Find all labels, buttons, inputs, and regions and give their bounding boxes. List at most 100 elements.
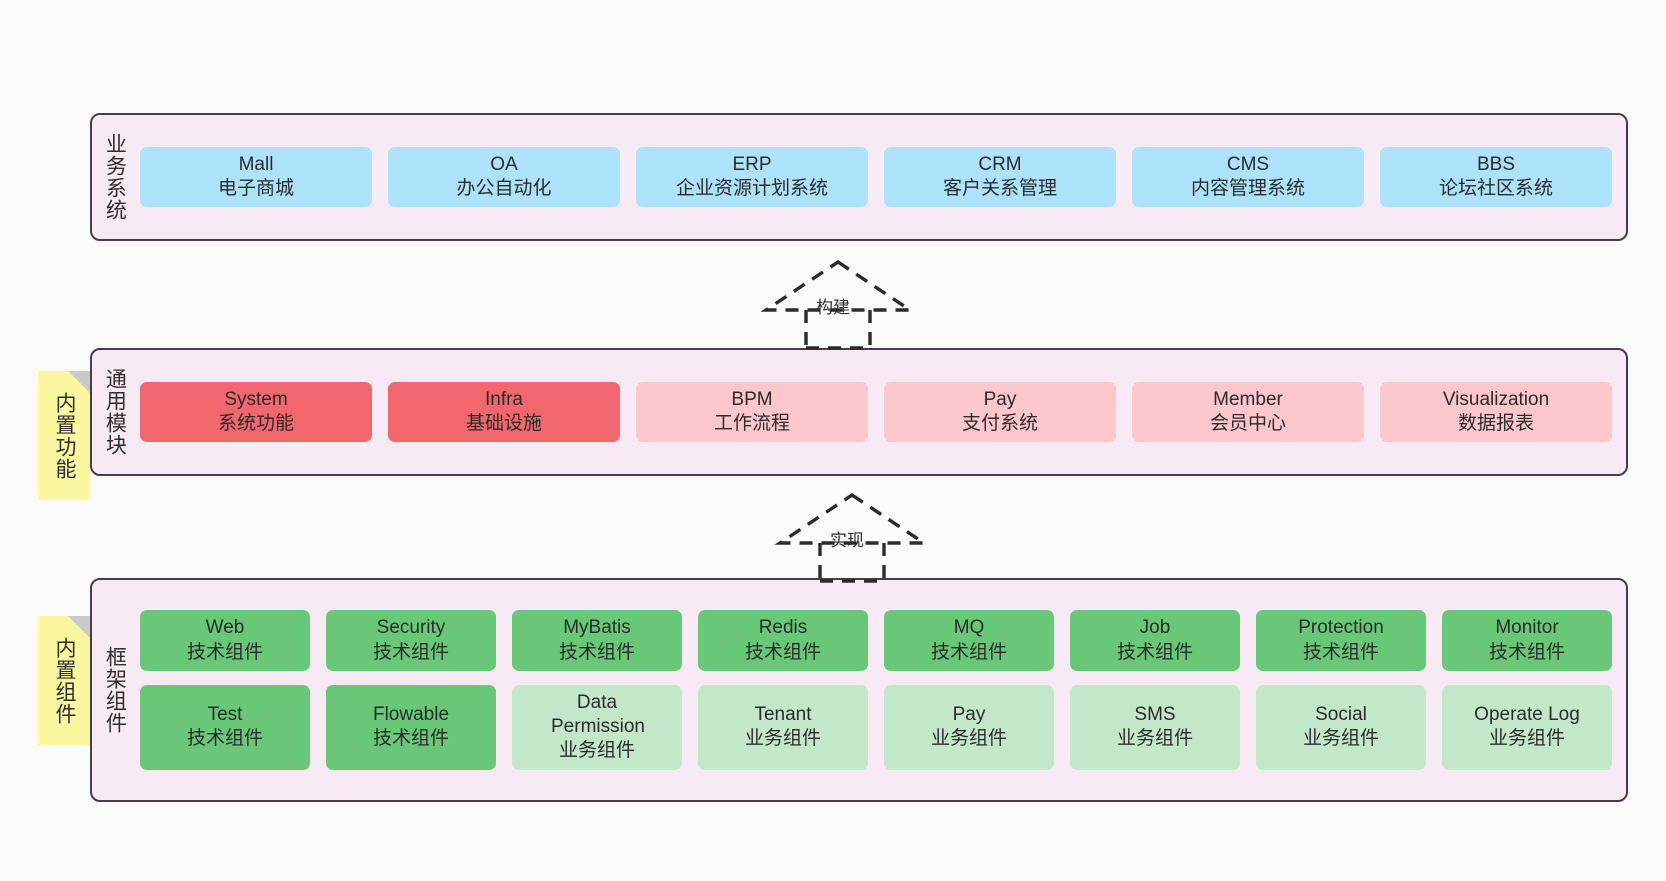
- module-card-title: ERP: [732, 153, 772, 175]
- module-card-title: Flowable: [372, 704, 450, 725]
- module-card-title: Security: [376, 617, 446, 639]
- connector-build-arrow-icon: [760, 259, 916, 350]
- module-card-subtitle: 办公自动化: [456, 178, 552, 199]
- module-card-subtitle: 技术组件: [372, 641, 449, 663]
- module-card-title: Test: [207, 704, 243, 725]
- module-card-protection[interactable]: Protection 技术组件: [1256, 610, 1426, 671]
- layer-framework-component: 框架组件 Web 技术组件 Security 技术组件 MyBatis 技术组件…: [90, 578, 1628, 802]
- layer-framework-component-title: 框架组件: [103, 646, 127, 734]
- module-card-subtitle: 会员中心: [1209, 413, 1286, 434]
- module-card-operate-log[interactable]: Operate Log 业务组件: [1442, 684, 1612, 770]
- connector-build-label: 构建: [816, 298, 850, 317]
- module-card-title: Infra: [484, 388, 524, 410]
- note-label: 内置功能: [53, 391, 76, 480]
- module-card-title: OA: [490, 153, 518, 175]
- module-card-subtitle: 业务组件: [930, 728, 1007, 750]
- module-card-title: Operate Log: [1474, 704, 1580, 725]
- module-card-tenant[interactable]: Tenant 业务组件: [698, 684, 868, 770]
- module-card-job[interactable]: Job 技术组件: [1070, 610, 1240, 671]
- module-card-title: MyBatis: [563, 617, 631, 639]
- module-card-title: Job: [1139, 617, 1171, 639]
- layer-business-system-body: Mall 电子商城 OA 办公自动化 ERP 企业资源计划系统 CRM 客户关系…: [136, 115, 1626, 239]
- layer-common-module-title: 通用模块: [103, 368, 127, 456]
- module-card-social[interactable]: Social 业务组件: [1256, 684, 1426, 770]
- module-card-subtitle: 电子商城: [217, 178, 294, 199]
- module-card-title: CRM: [978, 153, 1022, 175]
- module-card-subtitle: 技术组件: [1116, 641, 1193, 663]
- framework-tech-row: Web 技术组件 Security 技术组件 MyBatis 技术组件 Redi…: [140, 610, 1612, 671]
- module-card-web[interactable]: Web 技术组件: [140, 610, 310, 671]
- module-card-title: Visualization: [1442, 388, 1550, 410]
- module-card-infra[interactable]: Infra 基础设施: [388, 381, 620, 443]
- module-card-sms[interactable]: SMS 业务组件: [1070, 684, 1240, 770]
- module-card-title: Social: [1315, 704, 1367, 725]
- module-card-title: SMS: [1134, 704, 1176, 725]
- module-card-crm[interactable]: CRM 客户关系管理: [884, 146, 1116, 208]
- module-card-title: Redis: [758, 617, 808, 639]
- connector-implement-label: 实现: [830, 531, 864, 550]
- business-system-row: Mall 电子商城 OA 办公自动化 ERP 企业资源计划系统 CRM 客户关系…: [140, 146, 1612, 208]
- module-card-mq[interactable]: MQ 技术组件: [884, 610, 1054, 671]
- module-card-bbs[interactable]: BBS 论坛社区系统: [1380, 146, 1612, 208]
- module-card-subtitle: 内容管理系统: [1190, 178, 1305, 199]
- module-card-pay[interactable]: Pay 支付系统: [884, 381, 1116, 443]
- module-card-erp[interactable]: ERP 企业资源计划系统: [636, 146, 868, 208]
- module-card-title: Tenant: [754, 704, 812, 725]
- module-card-subtitle: 工作流程: [713, 413, 790, 434]
- module-card-subtitle: 技术组件: [1302, 641, 1379, 663]
- module-card-monitor[interactable]: Monitor 技术组件: [1442, 610, 1612, 671]
- common-module-row: System 系统功能 Infra 基础设施 BPM 工作流程 Pay 支付系统…: [140, 381, 1612, 443]
- module-card-system[interactable]: System 系统功能: [140, 381, 372, 443]
- module-card-subtitle: 业务组件: [558, 740, 635, 762]
- note-builtin-function: 内置功能: [38, 371, 90, 500]
- connector-implement-arrow-icon: [774, 492, 930, 583]
- module-card-test[interactable]: Test 技术组件: [140, 684, 310, 770]
- module-card-data-permission[interactable]: Data Permission 业务组件: [512, 684, 682, 770]
- module-card-title: Web: [205, 617, 245, 639]
- module-card-title: Pay: [983, 388, 1017, 410]
- module-card-title: Pay: [952, 704, 986, 725]
- module-card-title: MQ: [953, 617, 985, 639]
- layer-framework-component-body: Web 技术组件 Security 技术组件 MyBatis 技术组件 Redi…: [136, 580, 1626, 800]
- layer-business-system: 业务系统 Mall 电子商城 OA 办公自动化 ERP 企业资源计划系统 CRM…: [90, 113, 1628, 241]
- module-card-subtitle: 业务组件: [1488, 728, 1565, 750]
- module-card-subtitle: 论坛社区系统: [1438, 178, 1553, 199]
- module-card-title: Data Permission: [551, 691, 645, 738]
- module-card-title: Mall: [238, 153, 274, 175]
- module-card-title: BPM: [731, 388, 773, 410]
- framework-business-row: Test 技术组件 Flowable 技术组件 Data Permission …: [140, 684, 1612, 770]
- module-card-title: Monitor: [1495, 617, 1559, 639]
- module-card-redis[interactable]: Redis 技术组件: [698, 610, 868, 671]
- module-card-title: Member: [1213, 388, 1283, 410]
- module-card-security[interactable]: Security 技术组件: [326, 610, 496, 671]
- module-card-subtitle: 业务组件: [744, 728, 821, 750]
- note-fold-corner-icon: [68, 371, 90, 393]
- layer-common-module-body: System 系统功能 Infra 基础设施 BPM 工作流程 Pay 支付系统…: [136, 350, 1626, 474]
- module-card-bpm[interactable]: BPM 工作流程: [636, 381, 868, 443]
- module-card-subtitle: 技术组件: [558, 641, 635, 663]
- module-card-title: CMS: [1226, 153, 1270, 175]
- module-card-subtitle: 技术组件: [744, 641, 821, 663]
- module-card-flowable[interactable]: Flowable 技术组件: [326, 684, 496, 770]
- module-card-subtitle: 数据报表: [1457, 413, 1534, 434]
- module-card-title: BBS: [1476, 153, 1516, 175]
- layer-business-system-title: 业务系统: [103, 133, 127, 221]
- module-card-subtitle: 系统功能: [217, 413, 294, 434]
- module-card-cms[interactable]: CMS 内容管理系统: [1132, 146, 1364, 208]
- module-card-title: System: [224, 388, 288, 410]
- layer-common-module: 通用模块 System 系统功能 Infra 基础设施 BPM 工作流程 Pay…: [90, 348, 1628, 476]
- module-card-subtitle: 技术组件: [186, 641, 263, 663]
- module-card-subtitle: 企业资源计划系统: [675, 178, 828, 199]
- module-card-mall[interactable]: Mall 电子商城: [140, 146, 372, 208]
- module-card-subtitle: 业务组件: [1302, 728, 1379, 750]
- module-card-member[interactable]: Member 会员中心: [1132, 381, 1364, 443]
- module-card-title: Protection: [1298, 617, 1384, 639]
- module-card-mybatis[interactable]: MyBatis 技术组件: [512, 610, 682, 671]
- module-card-subtitle: 技术组件: [1488, 641, 1565, 663]
- module-card-visualization[interactable]: Visualization 数据报表: [1380, 381, 1612, 443]
- module-card-subtitle: 支付系统: [961, 413, 1038, 434]
- note-label: 内置组件: [53, 636, 76, 725]
- module-card-pay-business[interactable]: Pay 业务组件: [884, 684, 1054, 770]
- note-builtin-component: 内置组件: [38, 616, 90, 745]
- module-card-oa[interactable]: OA 办公自动化: [388, 146, 620, 208]
